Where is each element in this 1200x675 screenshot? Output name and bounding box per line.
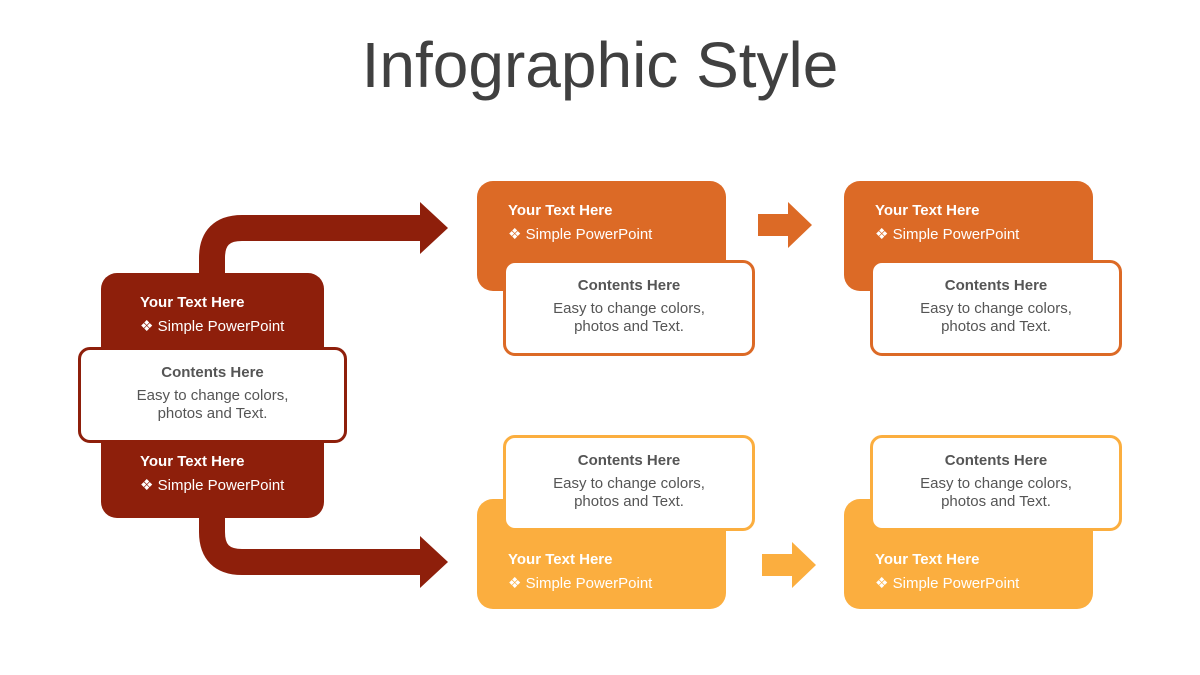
content-heading: Contents Here	[161, 364, 264, 381]
content-heading: Contents Here	[944, 277, 1048, 294]
left-top-heading: Your Text Here	[140, 294, 245, 311]
top-curved-arrowhead	[420, 202, 448, 254]
top-card-2-content: Contents Here Easy to change colors, pho…	[870, 260, 1122, 356]
content-heading: Contents Here	[577, 452, 681, 469]
left-bottom-sub: ❖ Simple PowerPoint	[140, 477, 285, 494]
content-line: photos and Text.	[157, 405, 268, 422]
bottom-card-1-content: Contents Here Easy to change colors, pho…	[503, 435, 755, 531]
content-line: photos and Text.	[941, 318, 1051, 335]
page-title: Infographic Style	[361, 29, 839, 101]
content-line: Easy to change colors,	[920, 300, 1072, 317]
top-curved-arrow	[199, 215, 420, 280]
left-content-card: Contents Here Easy to change colors, pho…	[78, 347, 347, 443]
top-card-2-sub: ❖ Simple PowerPoint	[875, 226, 1020, 243]
top-small-arrow	[758, 202, 812, 248]
content-heading: Contents Here	[944, 452, 1048, 469]
bottom-card-2-heading: Your Text Here	[875, 551, 980, 568]
bottom-curved-arrowhead	[420, 536, 448, 588]
bottom-small-arrow	[762, 542, 816, 588]
content-line: photos and Text.	[941, 493, 1051, 510]
bottom-curved-arrow	[199, 510, 420, 575]
content-line: Easy to change colors,	[553, 300, 705, 317]
bottom-card-1-sub: ❖ Simple PowerPoint	[508, 575, 653, 592]
content-line: photos and Text.	[574, 493, 684, 510]
left-top-sub: ❖ Simple PowerPoint	[140, 318, 285, 335]
top-card-1-content: Contents Here Easy to change colors, pho…	[503, 260, 755, 356]
top-card-1-sub: ❖ Simple PowerPoint	[508, 226, 653, 243]
content-line: Easy to change colors,	[553, 475, 705, 492]
content-line: photos and Text.	[574, 318, 684, 335]
content-heading: Contents Here	[577, 277, 681, 294]
left-bottom-heading: Your Text Here	[140, 453, 245, 470]
content-line: Easy to change colors,	[920, 475, 1072, 492]
bottom-card-2-content: Contents Here Easy to change colors, pho…	[870, 435, 1122, 531]
bottom-card-1-heading: Your Text Here	[508, 551, 613, 568]
content-line: Easy to change colors,	[136, 387, 289, 404]
top-card-1-heading: Your Text Here	[508, 202, 613, 219]
bottom-card-2-sub: ❖ Simple PowerPoint	[875, 575, 1020, 592]
top-card-2-heading: Your Text Here	[875, 202, 980, 219]
